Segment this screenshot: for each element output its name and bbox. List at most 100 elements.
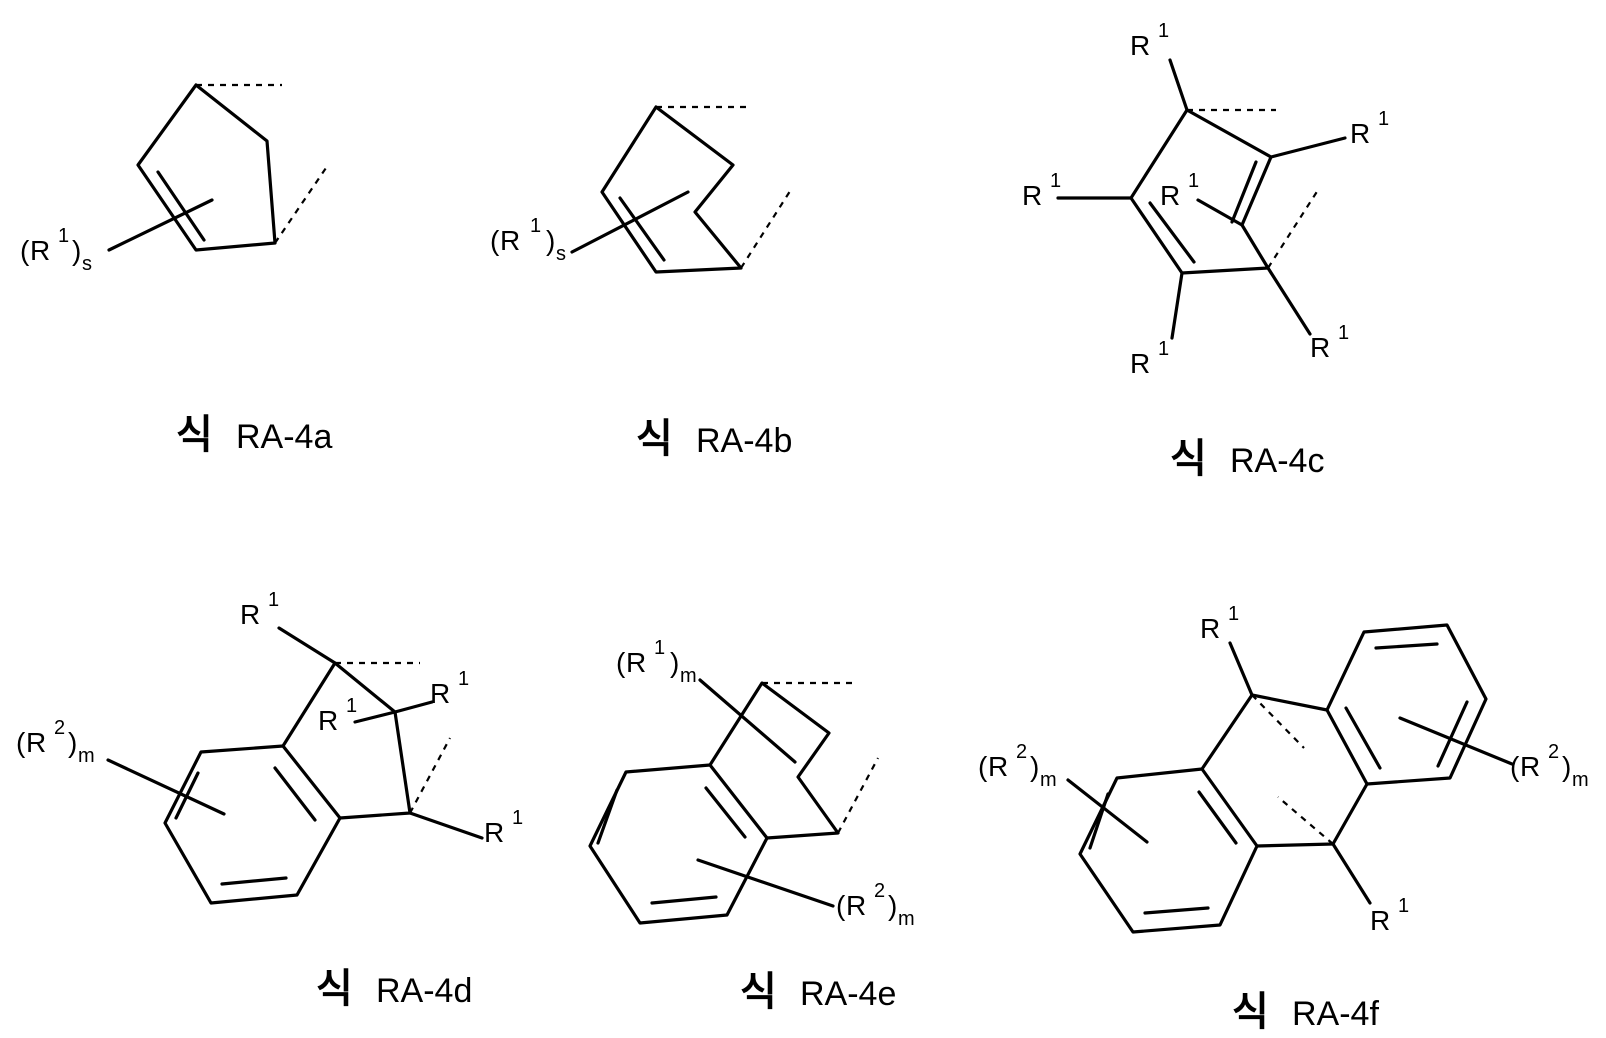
svg-text:m: m xyxy=(898,908,915,930)
svg-text:1: 1 xyxy=(1158,20,1169,42)
svg-text:m: m xyxy=(78,745,95,767)
svg-text:식: 식 xyxy=(316,966,353,1012)
r1-label-bottom-left: R 1 xyxy=(1130,338,1169,379)
substituent-label-r2-m: ( R 2 ) m xyxy=(16,717,95,767)
svg-text:식: 식 xyxy=(176,412,213,458)
svg-text:(: ( xyxy=(1510,751,1520,782)
svg-text:RA-4f: RA-4f xyxy=(1292,995,1379,1033)
svg-text:): ) xyxy=(1030,751,1039,782)
formula-caption-ra-4c: 식 RA-4c xyxy=(1170,436,1324,482)
svg-text:식: 식 xyxy=(740,969,777,1015)
svg-text:s: s xyxy=(82,253,92,275)
svg-text:2: 2 xyxy=(874,880,885,902)
svg-text:R: R xyxy=(26,727,46,758)
svg-text:R: R xyxy=(1200,613,1220,644)
svg-text:1: 1 xyxy=(1188,170,1199,192)
substituent-label-r2-m-left: ( R 2 ) m xyxy=(978,741,1057,791)
svg-text:R: R xyxy=(318,705,338,736)
svg-text:(: ( xyxy=(20,235,30,266)
svg-text:RA-4a: RA-4a xyxy=(236,418,332,456)
svg-text:R: R xyxy=(988,751,1008,782)
r1-label-right: R 1 xyxy=(1350,108,1389,149)
svg-text:R: R xyxy=(430,678,450,709)
r1-label-bottom-right: R 1 xyxy=(1310,322,1349,363)
substituent-label-r2-m-right: ( R 2 ) m xyxy=(1510,741,1589,791)
svg-text:(: ( xyxy=(490,225,500,256)
svg-text:1: 1 xyxy=(268,589,279,611)
formula-caption-ra-4d: 식 RA-4d xyxy=(316,966,472,1012)
svg-text:): ) xyxy=(72,235,81,266)
svg-text:2: 2 xyxy=(1548,741,1559,763)
svg-text:1: 1 xyxy=(58,225,69,247)
svg-text:R: R xyxy=(1130,30,1150,61)
svg-text:R: R xyxy=(1350,118,1370,149)
substituent-label-r1-s: ( R 1 ) s xyxy=(490,215,566,265)
formula-caption-ra-4a: 식 RA-4a xyxy=(176,412,332,458)
svg-text:m: m xyxy=(680,665,697,687)
r1-label-top: R 1 xyxy=(1130,20,1169,61)
svg-text:1: 1 xyxy=(346,695,357,717)
svg-text:1: 1 xyxy=(1050,170,1061,192)
substituent-label-r1-s: ( R 1 ) s xyxy=(20,225,92,275)
structure-ra-4e: ( R 1 ) m ( R 2 ) m 식 RA-4e xyxy=(590,637,915,1015)
svg-text:(: ( xyxy=(978,751,988,782)
svg-text:1: 1 xyxy=(1378,108,1389,130)
structure-ra-4a: ( R 1 ) s 식 RA-4a xyxy=(20,85,332,458)
svg-text:RA-4b: RA-4b xyxy=(696,422,792,460)
svg-text:(: ( xyxy=(16,727,26,758)
svg-text:(: ( xyxy=(616,647,626,678)
svg-text:식: 식 xyxy=(1170,436,1207,482)
svg-text:식: 식 xyxy=(1232,989,1269,1035)
svg-text:(: ( xyxy=(836,890,846,921)
formula-caption-ra-4b: 식 RA-4b xyxy=(636,416,792,462)
svg-text:R: R xyxy=(484,817,504,848)
svg-text:RA-4c: RA-4c xyxy=(1230,442,1324,480)
svg-text:1: 1 xyxy=(458,668,469,690)
r1-label-bottom-right: R 1 xyxy=(484,807,523,848)
svg-text:RA-4e: RA-4e xyxy=(800,975,896,1013)
formula-caption-ra-4f: 식 RA-4f xyxy=(1232,989,1379,1035)
svg-text:R: R xyxy=(1022,180,1042,211)
svg-text:R: R xyxy=(1160,180,1180,211)
svg-text:): ) xyxy=(68,727,77,758)
r1-label-bottom: R 1 xyxy=(1370,895,1409,936)
svg-text:1: 1 xyxy=(530,215,541,237)
r1-label-top: R 1 xyxy=(1200,603,1239,644)
svg-text:R: R xyxy=(30,235,50,266)
svg-text:R: R xyxy=(1130,348,1150,379)
structure-ra-4d: R 1 R 1 R 1 R 1 ( R 2 ) m 식 RA-4d xyxy=(16,589,523,1012)
svg-text:m: m xyxy=(1040,769,1057,791)
r1-label-inner: R 1 xyxy=(318,695,357,736)
svg-text:s: s xyxy=(556,243,566,265)
r1-label-right: R 1 xyxy=(430,668,469,709)
svg-text:1: 1 xyxy=(1228,603,1239,625)
r1-label-inner: R 1 xyxy=(1160,170,1199,211)
svg-text:1: 1 xyxy=(512,807,523,829)
svg-text:RA-4d: RA-4d xyxy=(376,972,472,1010)
svg-text:2: 2 xyxy=(54,717,65,739)
svg-text:식: 식 xyxy=(636,416,673,462)
svg-text:R: R xyxy=(240,599,260,630)
svg-text:R: R xyxy=(500,225,520,256)
svg-text:): ) xyxy=(888,890,897,921)
svg-text:1: 1 xyxy=(1158,338,1169,360)
formula-caption-ra-4e: 식 RA-4e xyxy=(740,969,896,1015)
svg-text:): ) xyxy=(1562,751,1571,782)
svg-text:2: 2 xyxy=(1016,741,1027,763)
r1-label-top: R 1 xyxy=(240,589,279,630)
svg-text:1: 1 xyxy=(654,637,665,659)
structure-ra-4c: R 1 R 1 R 1 R 1 R 1 R 1 식 RA-4c xyxy=(1022,20,1389,482)
r1-label-left: R 1 xyxy=(1022,170,1061,211)
substituent-label-r1-m: ( R 1 ) m xyxy=(616,637,697,687)
structure-ra-4b: ( R 1 ) s 식 RA-4b xyxy=(490,107,792,462)
svg-text:1: 1 xyxy=(1398,895,1409,917)
svg-text:R: R xyxy=(846,890,866,921)
svg-text:R: R xyxy=(1520,751,1540,782)
svg-text:m: m xyxy=(1572,769,1589,791)
svg-text:R: R xyxy=(1310,332,1330,363)
svg-text:R: R xyxy=(626,647,646,678)
svg-text:R: R xyxy=(1370,905,1390,936)
svg-text:1: 1 xyxy=(1338,322,1349,344)
svg-text:): ) xyxy=(670,647,679,678)
